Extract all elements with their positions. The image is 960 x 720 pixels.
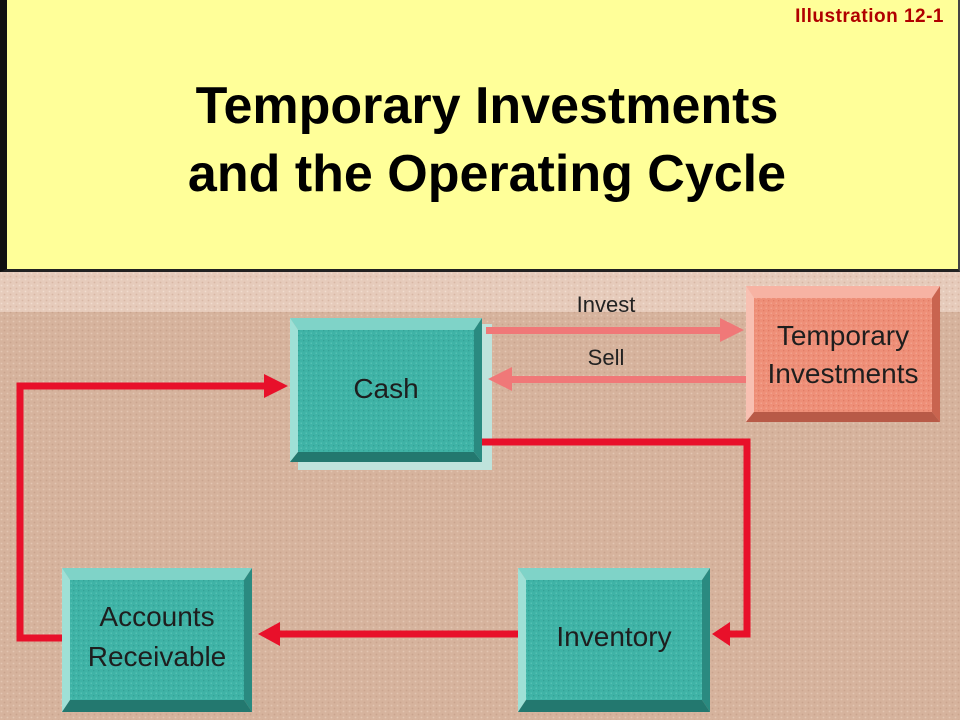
- receivable-to-cash-arrowhead: [264, 374, 288, 398]
- temporary-investments-label-line-2: Investments: [768, 358, 919, 389]
- accounts-receivable-box: Accounts Receivable: [62, 568, 252, 712]
- accounts-receivable-label-line-1: Accounts: [99, 601, 214, 632]
- inventory-to-receivable-arrowhead: [258, 622, 280, 646]
- illustration-label: Illustration 12-1: [795, 6, 944, 27]
- title-line-2: and the Operating Cycle: [187, 145, 787, 203]
- sell-arrow: [488, 367, 746, 391]
- cash-to-inventory-arrow: [482, 438, 751, 638]
- invest-arrow: [486, 318, 744, 342]
- accounts-receivable-label-line-2: Receivable: [88, 641, 227, 672]
- inventory-box: Inventory: [518, 568, 710, 712]
- title-banner: Illustration 12-1 Temporary Investments …: [0, 0, 960, 272]
- inventory-label: Inventory: [556, 621, 671, 652]
- cash-to-inventory-arrowhead: [712, 622, 730, 646]
- cash-label: Cash: [353, 373, 418, 404]
- title-line-1: Temporary Investments: [195, 77, 779, 135]
- invest-label: Invest: [577, 292, 636, 317]
- cash-box: Cash: [290, 318, 492, 470]
- receivable-to-cash-arrow: [16, 382, 266, 642]
- page-title: Temporary Investments and the Operating …: [7, 72, 960, 208]
- operating-cycle-diagram: Cash Temporary Investments Accounts Rece…: [0, 272, 960, 720]
- temporary-investments-box: Temporary Investments: [746, 286, 940, 422]
- temporary-investments-label-line-1: Temporary: [777, 320, 909, 351]
- sell-label: Sell: [588, 345, 625, 370]
